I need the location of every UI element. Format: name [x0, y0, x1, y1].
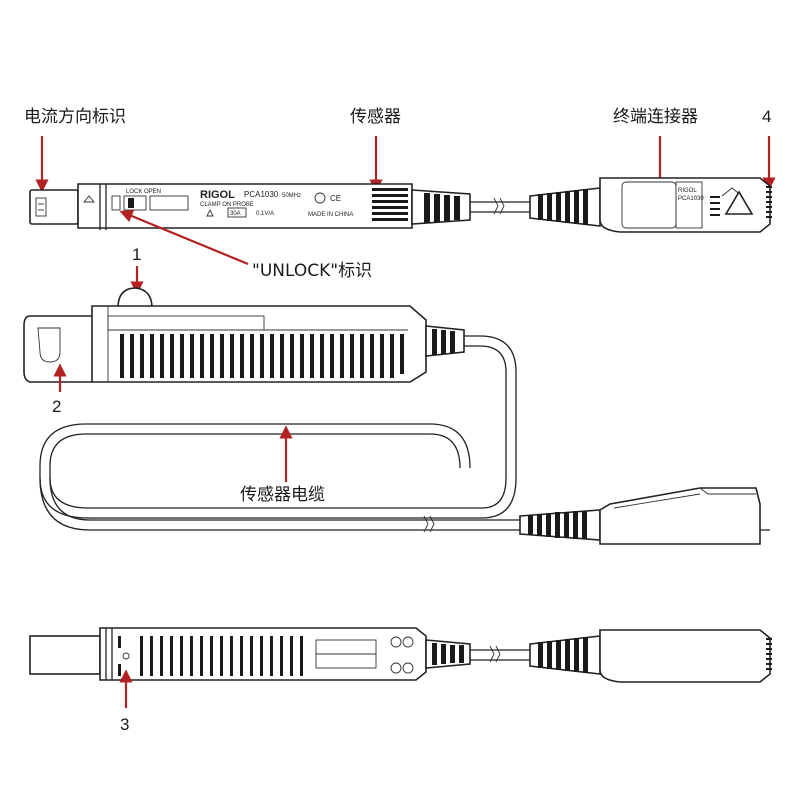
marking-rating: 30A [230, 211, 241, 217]
probe-side-view [23, 287, 770, 545]
arrow-unlock [119, 209, 249, 266]
label-current-direction: 电流方向标识 [24, 107, 126, 127]
probe-top-view: LOCK OPEN RIGOL PCA1030 50MHz CLAMP ON P… [29, 177, 772, 233]
callout-number-4: 4 [762, 107, 771, 126]
marking-model: PCA1030 [244, 190, 279, 199]
probe-bottom-view [29, 627, 772, 683]
marking-brand: RIGOL [200, 189, 235, 201]
marking-type: CLAMP ON PROBE [200, 202, 254, 208]
callout-number-3: 3 [120, 715, 129, 734]
label-sensor-cable: 传感器电缆 [240, 485, 325, 505]
marking-freq: 50MHz [282, 193, 301, 199]
sensor-grip-ribs [372, 188, 408, 221]
svg-text:RIGOL: RIGOL [678, 188, 697, 194]
marking-origin: MADE IN CHINA [308, 212, 353, 218]
label-terminal-connector: 终端连接器 [613, 107, 698, 127]
callout-number-2: 2 [52, 397, 61, 416]
side-grip-ribs [120, 334, 404, 378]
svg-text:PCA1030: PCA1030 [678, 196, 704, 202]
label-sensor: 传感器 [350, 107, 401, 127]
marking-ratio: 0.1V/A [256, 211, 274, 217]
marking-lock-open: LOCK OPEN [126, 189, 161, 195]
svg-text:CE: CE [330, 194, 341, 203]
callout-number-1: 1 [132, 245, 141, 264]
label-unlock: "UNLOCK"标识 [252, 261, 372, 281]
